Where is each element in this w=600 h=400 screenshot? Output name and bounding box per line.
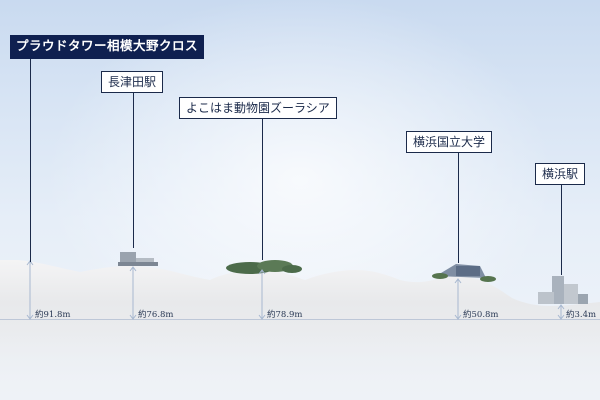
ynu-stem — [458, 153, 459, 263]
zoorasia-trees — [226, 260, 302, 274]
zoorasia-stem — [262, 119, 263, 260]
ynu-altitude: 約50.8m — [463, 310, 499, 320]
nagatsuta-altitude: 約76.8m — [138, 310, 174, 320]
yokohama-stem — [561, 185, 562, 275]
proud-tower-altitude: 約91.8m — [35, 310, 71, 320]
sea-level-baseline — [0, 319, 600, 320]
ynu-tag: 横浜国立大学 — [406, 131, 493, 153]
ynu-building — [432, 264, 496, 282]
altitude-dimensions — [26, 260, 565, 320]
yokohama-altitude: 約3.4m — [566, 310, 597, 320]
nagatsuta-station-tag: 長津田駅 — [101, 71, 164, 93]
zoorasia-tag: よこはま動物園ズーラシア — [179, 97, 337, 119]
proud-tower-stem — [30, 59, 31, 262]
zoorasia-altitude: 約78.9m — [267, 310, 303, 320]
nagatsuta-stem — [133, 93, 134, 248]
yokohama-buildings — [538, 276, 588, 304]
nagatsuta-building — [118, 252, 158, 266]
yokohama-station-tag: 横浜駅 — [535, 163, 586, 185]
proud-tower-tag: プラウドタワー相模大野クロス — [10, 35, 205, 59]
